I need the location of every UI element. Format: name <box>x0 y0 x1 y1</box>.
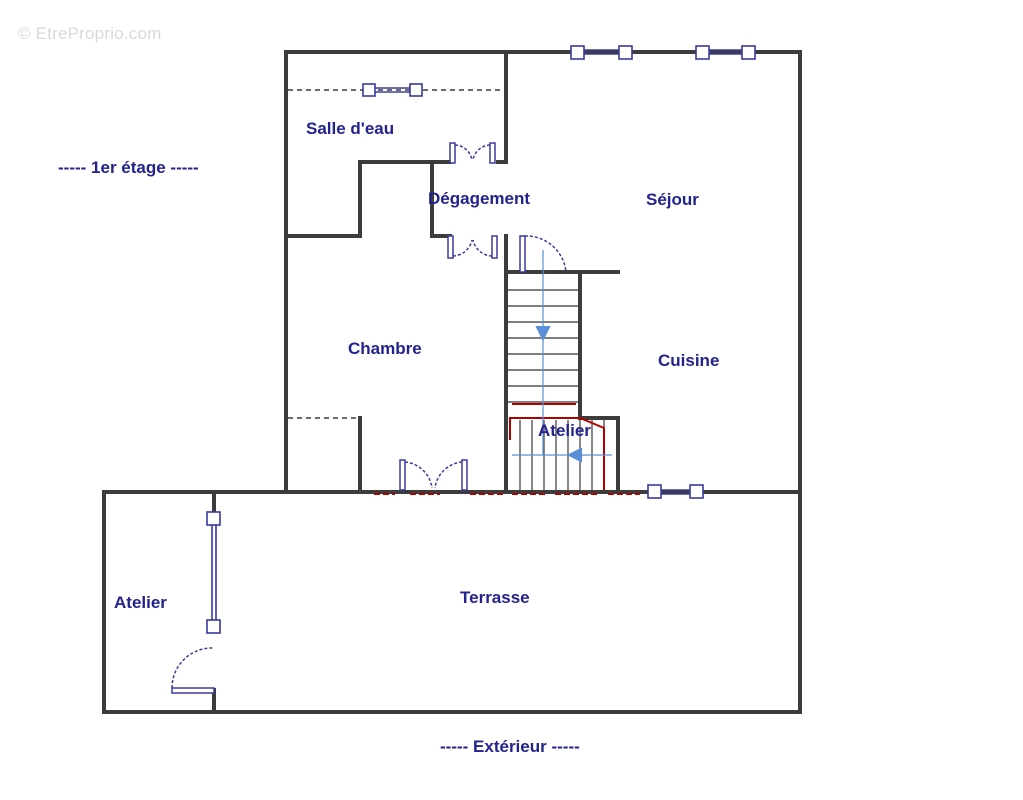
exterior-caption: ----- Extérieur ----- <box>440 737 580 756</box>
door-salle-deau <box>449 142 496 164</box>
walls <box>102 50 802 714</box>
door-stairs <box>519 235 567 273</box>
room-label-sejour: Séjour <box>646 190 699 209</box>
upper-floor-outer-wall <box>284 50 802 494</box>
window-sejour-2 <box>695 45 756 60</box>
window-salle-deau <box>362 83 423 97</box>
degagement-left-wall <box>430 160 452 238</box>
stair-arrow <box>512 250 612 463</box>
room-label-chambre: Chambre <box>348 339 422 358</box>
doors <box>171 142 567 694</box>
window-atelier-left <box>206 511 221 634</box>
room-label-atelier-stairs: Atelier <box>538 421 591 440</box>
terrace-outer-wall <box>102 490 802 714</box>
room-label-atelier-left: Atelier <box>114 593 167 612</box>
watermark: © EtreProprio.com <box>18 24 162 43</box>
dashed-partitions <box>288 89 504 419</box>
staircase <box>374 250 640 495</box>
windows <box>206 45 756 634</box>
room-label-salle-deau: Salle d'eau <box>306 119 395 138</box>
room-label-terrasse: Terrasse <box>460 588 530 607</box>
stair-red-outline <box>374 403 640 495</box>
door-degagement <box>447 235 498 259</box>
window-cuisine <box>647 484 704 499</box>
room-label-degagement: Dégagement <box>428 189 531 208</box>
window-sejour-1 <box>570 45 633 60</box>
door-chambre-terrace <box>399 459 468 491</box>
floor-caption: ----- 1er étage ----- <box>58 158 199 177</box>
chambre-top-wall <box>284 160 452 238</box>
room-label-cuisine: Cuisine <box>658 351 720 370</box>
door-atelier-left <box>171 647 215 694</box>
